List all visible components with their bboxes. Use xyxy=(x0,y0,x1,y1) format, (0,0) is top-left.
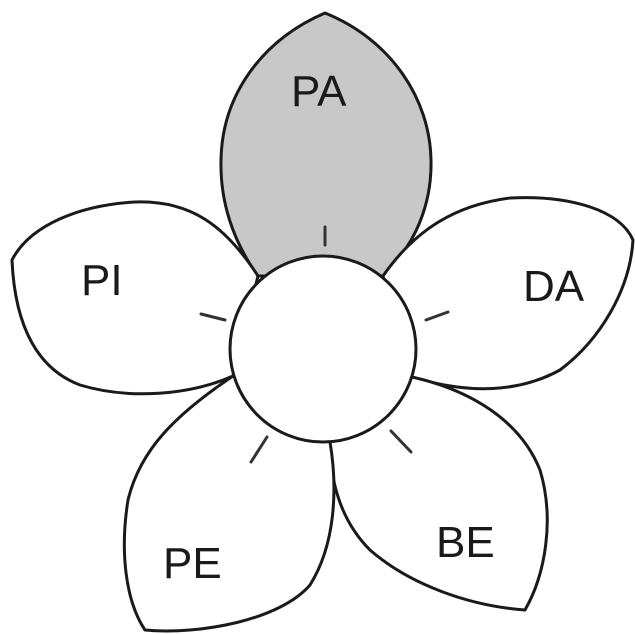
petal-pe[interactable] xyxy=(122,374,336,633)
label-be: BE xyxy=(436,518,495,567)
flower-center xyxy=(228,254,418,444)
label-pe: PE xyxy=(163,539,222,588)
petal-da[interactable] xyxy=(381,196,635,391)
label-da: DA xyxy=(523,262,585,311)
petal-pi[interactable] xyxy=(10,200,260,396)
label-pa: PA xyxy=(291,67,347,116)
tick-left xyxy=(199,312,227,322)
tick-bottom-left xyxy=(249,435,269,464)
petal-be[interactable] xyxy=(328,375,549,612)
tick-bottom-right xyxy=(389,429,413,454)
label-pi: PI xyxy=(81,256,123,305)
petal-pa[interactable] xyxy=(219,11,433,278)
tick-right xyxy=(424,310,450,322)
